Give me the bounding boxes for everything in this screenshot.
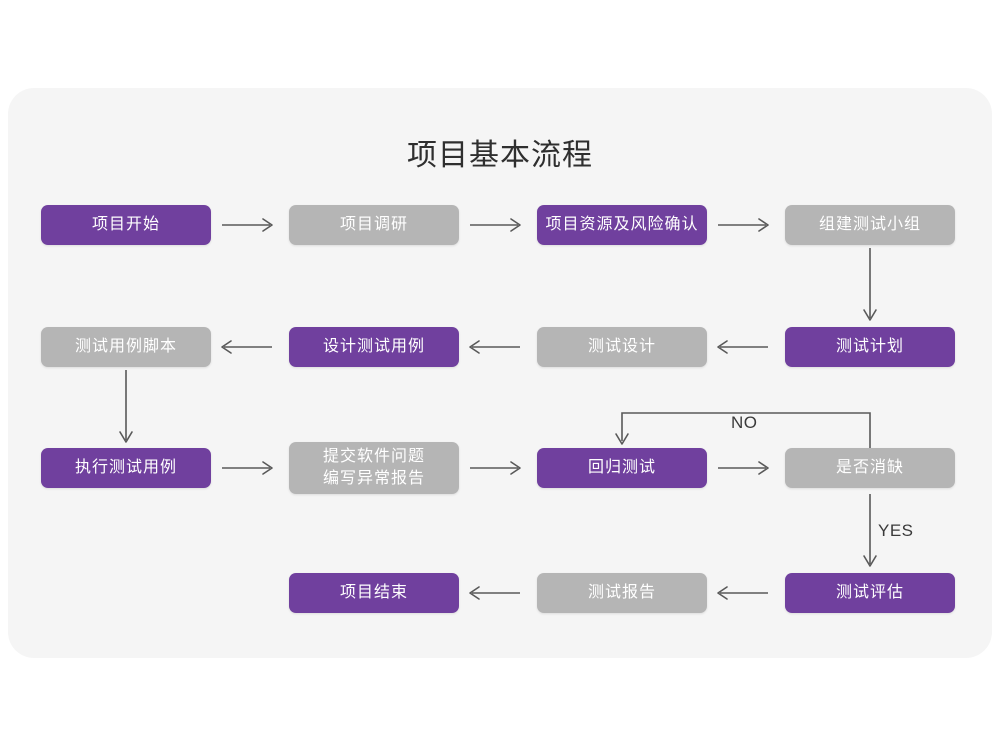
node-build-test-team[interactable]: 组建测试小组 (785, 205, 955, 245)
node-test-design[interactable]: 测试设计 (537, 327, 707, 367)
node-regression-test[interactable]: 回归测试 (537, 448, 707, 488)
page-title: 项目基本流程 (407, 139, 593, 172)
node-test-report[interactable]: 测试报告 (537, 573, 707, 613)
node-submit-issue-report[interactable]: 提交软件问题 编写异常报告 (289, 442, 459, 494)
node-project-end[interactable]: 项目结束 (289, 573, 459, 613)
diagram-panel (8, 88, 992, 658)
node-design-test-case[interactable]: 设计测试用例 (289, 327, 459, 367)
node-execute-test-case[interactable]: 执行测试用例 (41, 448, 211, 488)
node-project-research[interactable]: 项目调研 (289, 205, 459, 245)
node-resource-risk-confirm[interactable]: 项目资源及风险确认 (537, 205, 707, 245)
node-defect-resolved[interactable]: 是否消缺 (785, 448, 955, 488)
edge-label-no: NO (731, 413, 758, 432)
node-test-plan[interactable]: 测试计划 (785, 327, 955, 367)
node-project-start[interactable]: 项目开始 (41, 205, 211, 245)
node-test-case-script[interactable]: 测试用例脚本 (41, 327, 211, 367)
edge-label-yes: YES (878, 521, 914, 540)
node-test-evaluation[interactable]: 测试评估 (785, 573, 955, 613)
